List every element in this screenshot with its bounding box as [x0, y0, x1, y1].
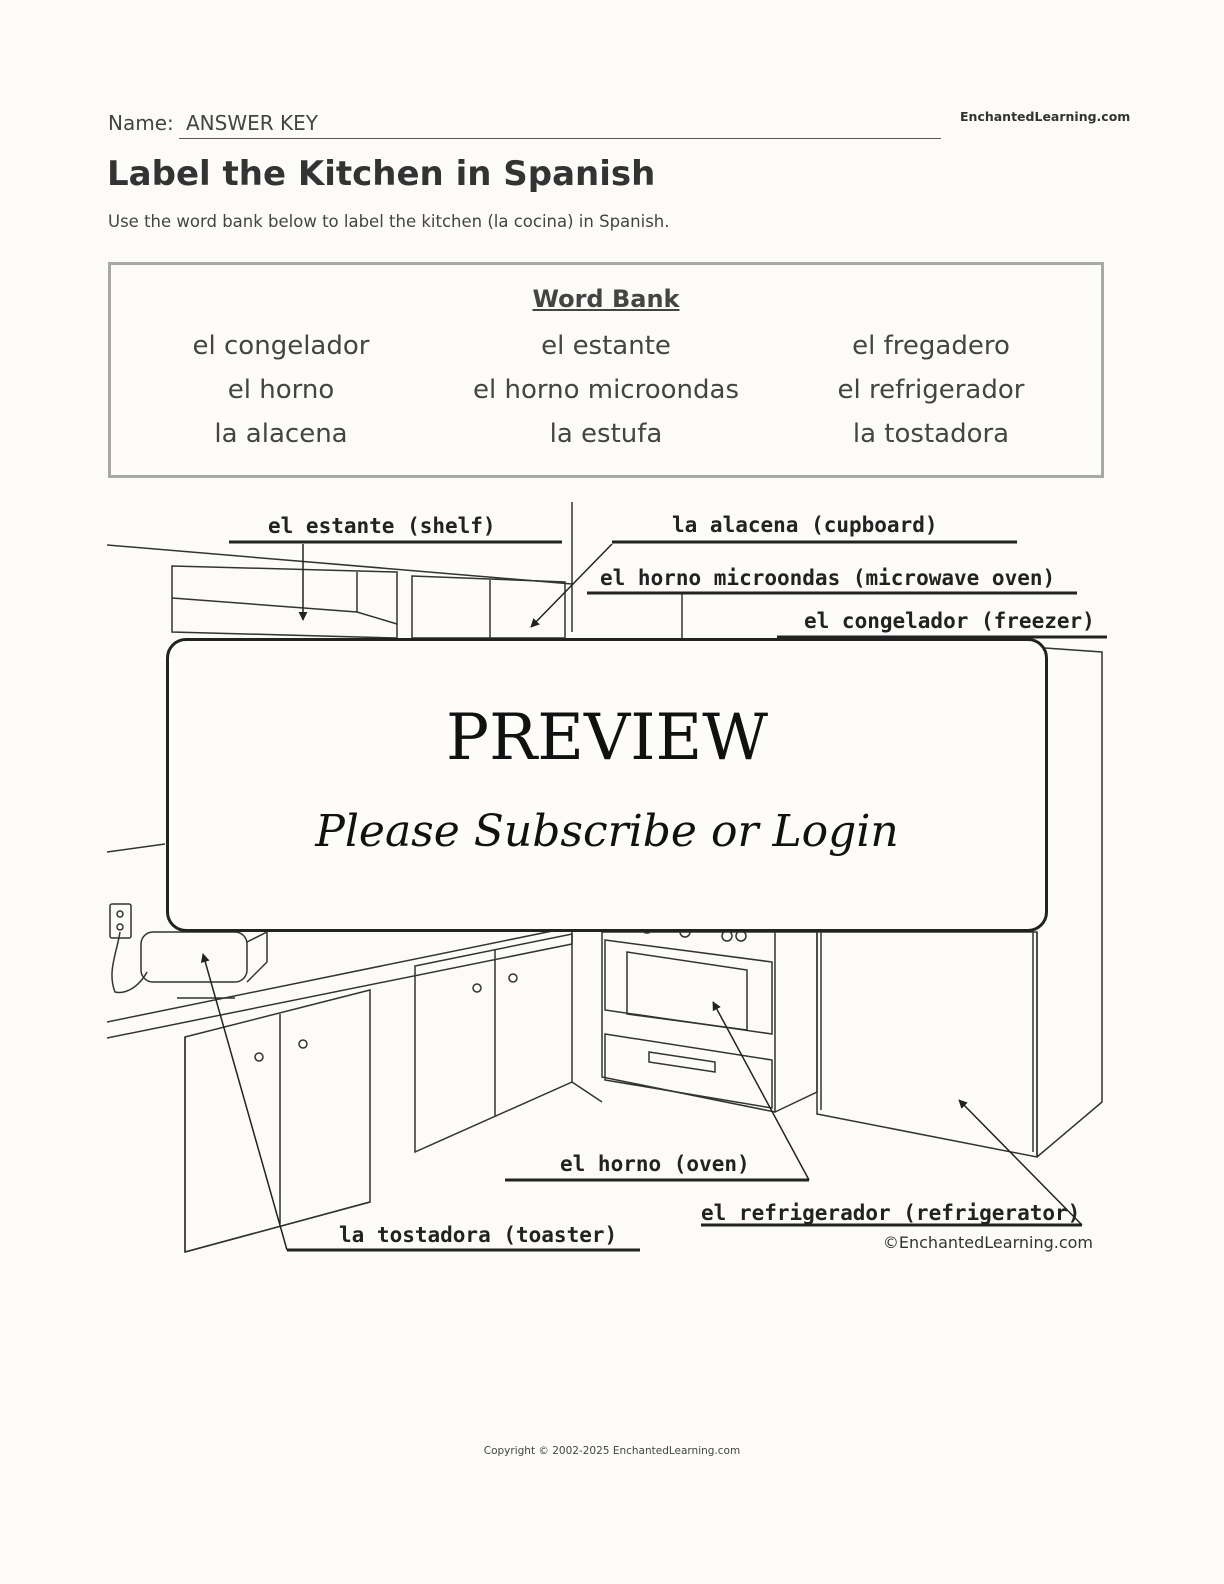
label-freezer: el congelador (freezer): [804, 609, 1095, 633]
label-arrows: [200, 543, 1083, 1251]
word-bank-item: la alacena: [214, 419, 348, 449]
page-title: Label the Kitchen in Spanish: [107, 154, 656, 194]
label-microwave: el horno microondas (microwave oven): [600, 566, 1055, 590]
word-bank-item: el refrigerador: [837, 375, 1025, 405]
site-logo[interactable]: EnchantedLearning.com: [960, 109, 1131, 124]
word-bank-item: la tostadora: [852, 419, 1010, 449]
word-bank-item: el estante: [541, 331, 671, 361]
name-label: Name:: [108, 111, 174, 135]
instructions: Use the word bank below to label the kit…: [108, 212, 670, 231]
word-bank-item: el horno: [227, 375, 335, 405]
illustration-labels: el estante (shelf) la alacena (cupboard)…: [268, 513, 1095, 1247]
word-bank-item: el congelador: [192, 331, 370, 361]
word-bank-item: el fregadero: [852, 331, 1010, 361]
label-toaster: la tostadora (toaster): [339, 1223, 617, 1247]
word-bank-title: Word Bank: [532, 285, 680, 313]
label-underlines: [229, 540, 1107, 1252]
oven-arrow: [712, 1001, 810, 1181]
label-refrigerator: el refrigerador (refrigerator): [701, 1201, 1080, 1225]
refrigerator-arrow: [958, 1099, 1083, 1226]
kitchen-line-drawing: [107, 502, 1103, 1253]
preview-overlay[interactable]: PREVIEW Please Subscribe or Login: [166, 638, 1048, 932]
cupboard-arrow: [530, 543, 613, 628]
label-shelf: el estante (shelf): [268, 514, 496, 538]
label-cupboard: la alacena (cupboard): [672, 513, 938, 537]
word-bank-item: el horno microondas: [473, 375, 739, 405]
label-oven: el horno (oven): [560, 1152, 750, 1176]
copyright-footer: Copyright © 2002-2025 EnchantedLearning.…: [483, 1445, 741, 1457]
name-field-value: ANSWER KEY: [186, 111, 318, 135]
kitchen-illustration: el estante (shelf) la alacena (cupboard)…: [107, 502, 1107, 1253]
preview-title: PREVIEW: [446, 701, 768, 775]
name-underline: [179, 138, 941, 139]
word-bank-item: la estufa: [549, 419, 663, 449]
word-bank: Word Bank el congelador el estante el fr…: [108, 262, 1104, 478]
illustration-credit: ©EnchantedLearning.com: [883, 1233, 1093, 1252]
subscribe-login-prompt[interactable]: Please Subscribe or Login: [315, 806, 899, 857]
toaster-arrow: [200, 953, 288, 1251]
